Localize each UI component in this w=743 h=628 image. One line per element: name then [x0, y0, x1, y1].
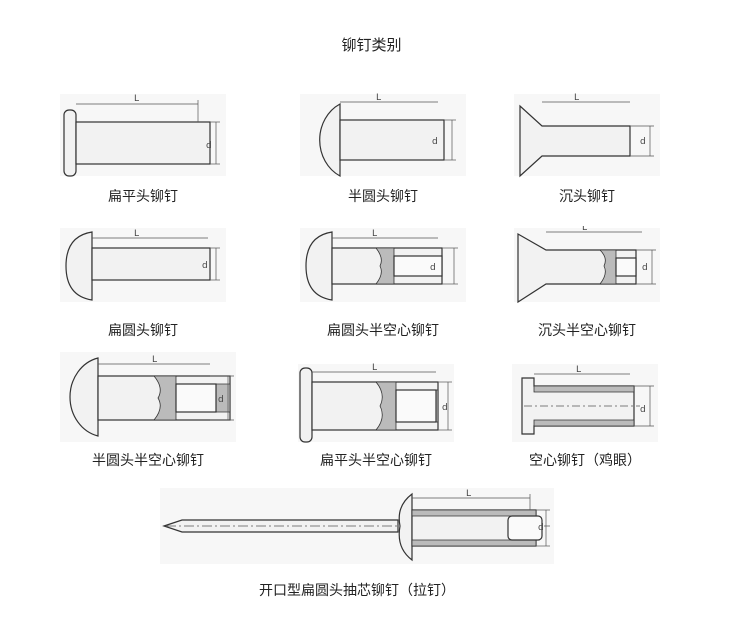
flat-head-semi-tubular-drawing: L d [298, 363, 454, 443]
svg-text:d: d [202, 261, 208, 271]
flat-round-head-rivet-drawing: L d [60, 228, 226, 302]
svg-text:L: L [134, 94, 139, 104]
rivet-blind-pop: L d 开口型扁圆头抽芯铆钉（拉钉） [158, 486, 556, 599]
svg-text:L: L [466, 489, 471, 499]
rivet-round-head-semi-tubular: L d 半圆头半空心铆钉 [58, 350, 238, 469]
svg-text:L: L [372, 363, 377, 373]
svg-text:d: d [432, 137, 438, 147]
countersunk-semi-tubular-drawing: L d [514, 226, 660, 304]
rivet-flat-round-head: L d 扁圆头铆钉 [58, 226, 228, 339]
svg-text:L: L [574, 93, 579, 103]
flat-head-rivet-drawing: L d [60, 94, 226, 177]
countersunk-rivet-drawing: L d [514, 93, 660, 178]
rivet-flat-head-semi-tubular: L d 扁平头半空心铆钉 [296, 362, 456, 469]
blind-pop-rivet-drawing: L d [160, 488, 554, 564]
round-head-rivet-drawing: L d [300, 93, 466, 178]
svg-text:L: L [152, 355, 157, 365]
svg-text:d: d [640, 405, 646, 415]
rivet-label: 沉头铆钉 [559, 189, 615, 205]
svg-text:L: L [576, 365, 581, 375]
svg-text:d: d [642, 263, 648, 273]
tubular-eyelet-drawing: L d [512, 364, 658, 442]
svg-text:d: d [430, 263, 436, 273]
rivet-label: 开口型扁圆头抽芯铆钉（拉钉） [259, 583, 455, 599]
round-head-semi-tubular-drawing: L d [60, 352, 236, 442]
svg-text:L: L [376, 93, 381, 103]
rivet-flat-round-head-semi-tubular: L d 扁圆头半空心铆钉 [298, 226, 468, 339]
svg-text:L: L [582, 226, 587, 233]
svg-text:d: d [538, 523, 544, 533]
rivet-label: 沉头半空心铆钉 [538, 323, 636, 339]
rivet-countersunk-semi-tubular: L d 沉头半空心铆钉 [512, 226, 662, 339]
rivet-countersunk-head: L d 沉头铆钉 [512, 92, 662, 205]
svg-text:d: d [442, 403, 448, 413]
svg-text:d: d [206, 141, 212, 151]
svg-text:d: d [640, 137, 646, 147]
rivet-label: 半圆头半空心铆钉 [92, 453, 204, 469]
svg-text:d: d [218, 395, 224, 405]
svg-text:L: L [134, 229, 139, 239]
rivet-round-head: L d 半圆头铆钉 [298, 92, 468, 205]
rivet-label: 扁平头半空心铆钉 [320, 453, 432, 469]
rivet-flat-head: L d 扁平头铆钉 [58, 92, 228, 205]
page-title: 铆钉类别 [341, 36, 402, 54]
rivet-label: 半圆头铆钉 [348, 189, 418, 205]
flat-round-semi-tubular-drawing: L d [300, 228, 466, 302]
rivet-label: 扁平头铆钉 [108, 189, 178, 205]
rivet-label: 扁圆头铆钉 [108, 323, 178, 339]
svg-text:L: L [372, 229, 377, 239]
rivet-label: 空心铆钉（鸡眼） [529, 453, 641, 469]
rivet-tubular-eyelet: L d 空心铆钉（鸡眼） [510, 362, 660, 469]
rivet-label: 扁圆头半空心铆钉 [327, 323, 439, 339]
